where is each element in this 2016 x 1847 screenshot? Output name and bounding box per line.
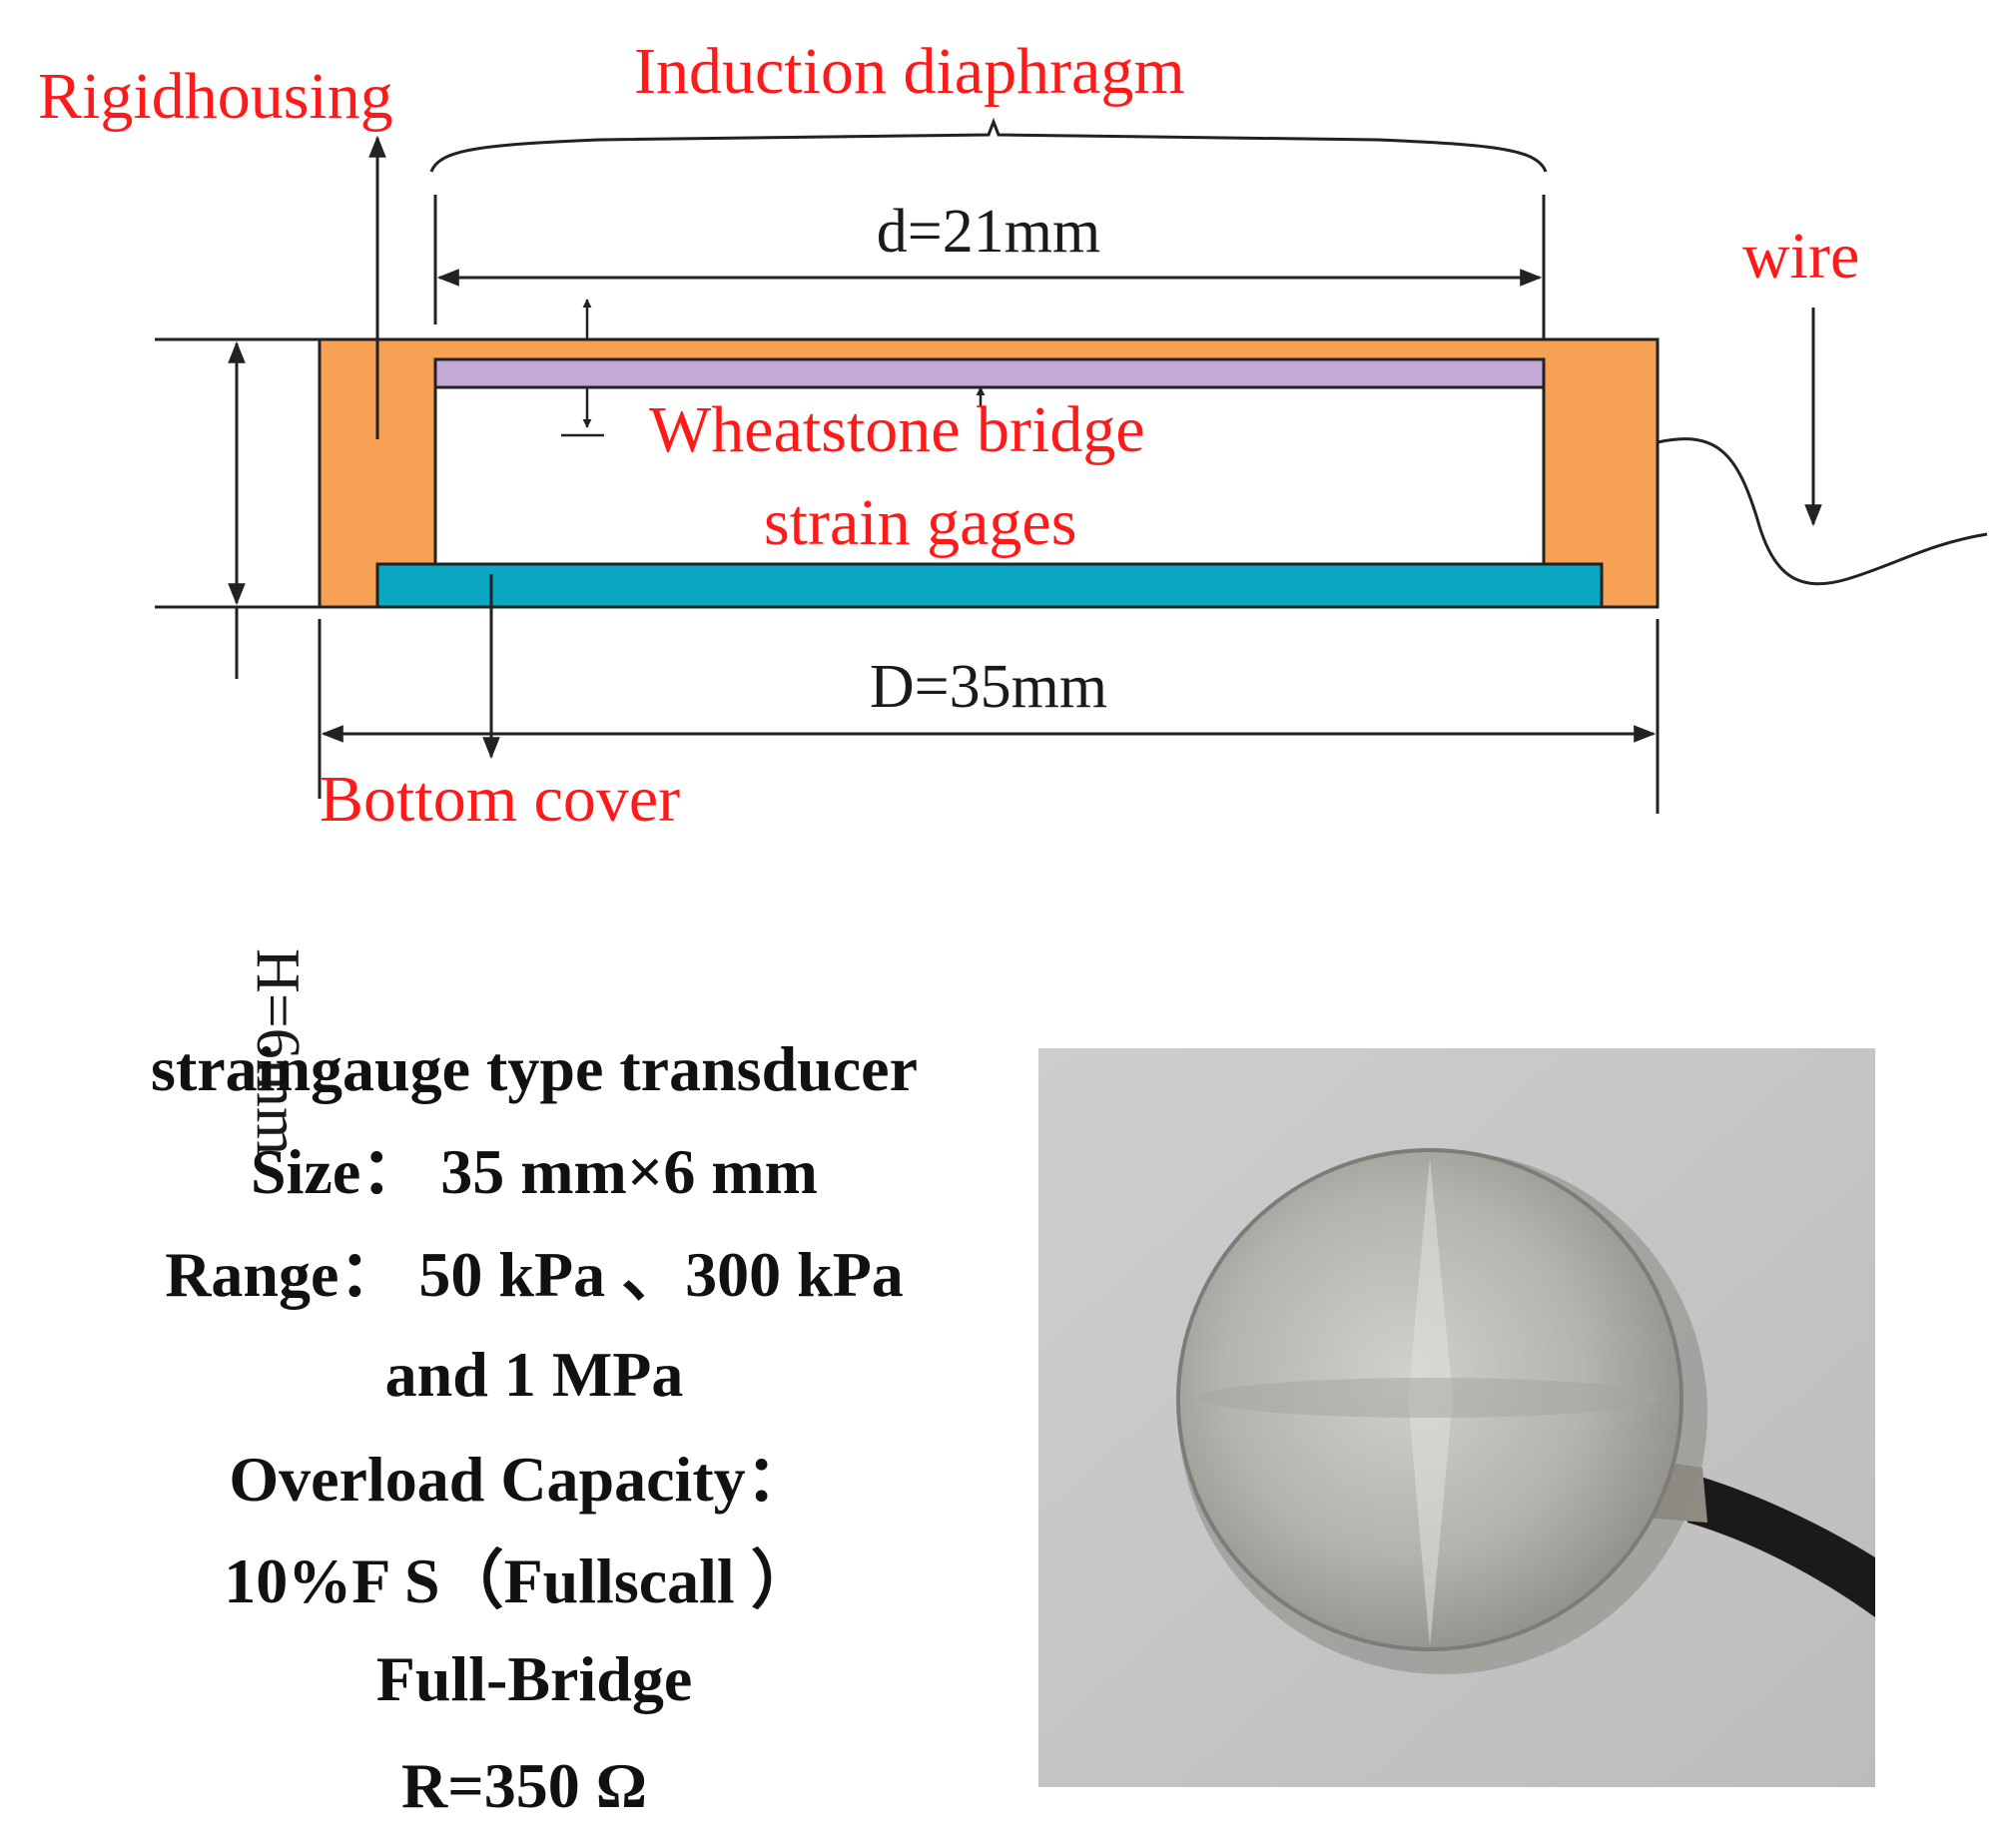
d-dimension-label: d=21mm	[877, 198, 1100, 266]
wire-label: wire	[1742, 220, 1859, 293]
D-dimension-label: D=35mm	[870, 653, 1107, 721]
housing-cavity	[433, 357, 1546, 566]
spec-line-range: Range： 50 kPa 、300 kPa	[165, 1239, 904, 1310]
bottom-cover-label: Bottom cover	[320, 763, 680, 836]
bottom-cover	[375, 562, 1604, 609]
photo-disc-sheen	[1200, 1378, 1660, 1418]
induction-diaphragm	[433, 357, 1546, 389]
spec-list: straingauge type transducer Size： 35 mm×…	[151, 1033, 918, 1821]
spec-line-range-cont: and 1 MPa	[385, 1339, 684, 1410]
H-dimension-label: H=6mm	[244, 948, 312, 1155]
transducer-photo	[1038, 1048, 1875, 1787]
wheatstone-label-line2: strain gages	[764, 486, 1076, 559]
spec-line-size: Size： 35 mm×6 mm	[251, 1136, 818, 1207]
rigid-housing-label: Rigidhousing	[38, 60, 393, 133]
cross-section-diagram: Rigidhousing Induction diaphragm d=21mm …	[38, 35, 1988, 1155]
spec-line-overload-value: 10%F S（Fullscall ）	[224, 1545, 814, 1616]
induction-diaphragm-label: Induction diaphragm	[634, 35, 1185, 108]
induction-diaphragm-brace	[429, 117, 1548, 173]
spec-line-title: straingauge type transducer	[151, 1033, 918, 1104]
spec-line-resistance: R=350 Ω	[401, 1750, 647, 1821]
wheatstone-label-line1: Wheatstone bridge	[649, 393, 1145, 466]
photo-cable	[1687, 1473, 1875, 1617]
spec-line-overload: Overload Capacity：	[229, 1444, 809, 1515]
spec-line-bridge: Full-Bridge	[376, 1643, 692, 1714]
wire-cable	[1657, 437, 1988, 586]
